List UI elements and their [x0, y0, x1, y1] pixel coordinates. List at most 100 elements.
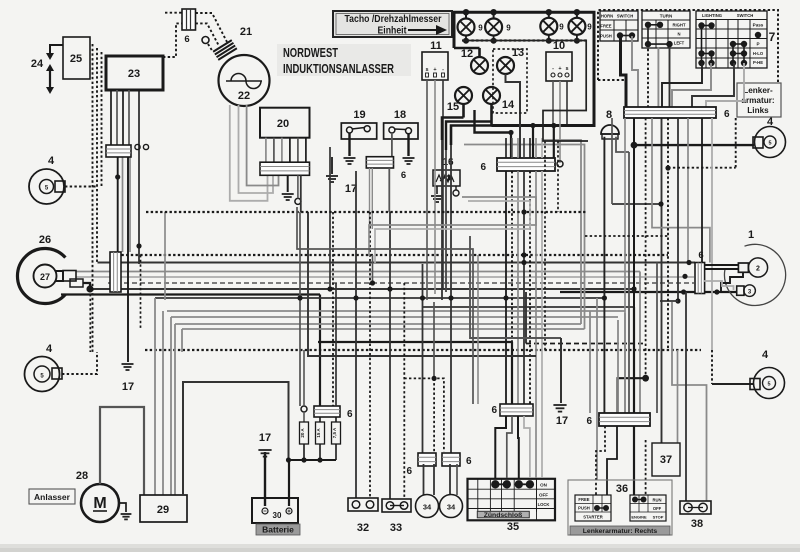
- svg-text:38: 38: [691, 518, 703, 530]
- svg-text:12: 12: [461, 48, 473, 60]
- svg-text:N: N: [677, 32, 680, 37]
- svg-text:+: +: [558, 66, 561, 72]
- svg-text:23: 23: [128, 68, 140, 80]
- svg-text:5: 5: [45, 186, 49, 192]
- svg-text:9: 9: [506, 24, 511, 33]
- svg-text:Einheit: Einheit: [378, 25, 407, 37]
- svg-text:armatur:: armatur:: [741, 96, 774, 105]
- svg-text:25: 25: [70, 53, 82, 65]
- svg-text:20 A: 20 A: [300, 428, 305, 438]
- svg-text:FREE: FREE: [600, 24, 611, 29]
- svg-text:34: 34: [423, 503, 432, 512]
- svg-text:H-LO: H-LO: [753, 51, 764, 56]
- svg-text:STARTER: STARTER: [583, 515, 602, 520]
- svg-text:P: P: [756, 42, 759, 47]
- svg-text:33: 33: [390, 522, 402, 534]
- svg-text:Zündschloß: Zündschloß: [484, 512, 523, 519]
- svg-text:Tacho /Drehzahlmesser: Tacho /Drehzahlmesser: [345, 13, 442, 25]
- svg-text:10: 10: [553, 40, 565, 52]
- svg-text:3: 3: [748, 290, 752, 296]
- svg-text:ON: ON: [540, 483, 547, 488]
- svg-text:6: 6: [466, 456, 472, 467]
- svg-text:9: 9: [559, 23, 564, 32]
- svg-text:4: 4: [48, 155, 55, 167]
- svg-text:NORDWEST: NORDWEST: [283, 46, 338, 60]
- svg-text:22: 22: [238, 90, 250, 102]
- svg-text:6: 6: [406, 466, 412, 477]
- svg-text:6: 6: [586, 416, 592, 427]
- svg-text:15: 15: [447, 101, 459, 113]
- svg-text:18: 18: [394, 109, 406, 121]
- svg-text:24: 24: [31, 58, 44, 70]
- svg-text:HORN: HORN: [601, 14, 613, 19]
- svg-text:37: 37: [660, 454, 672, 466]
- svg-text:6: 6: [401, 170, 406, 181]
- svg-text:STOP: STOP: [653, 515, 664, 520]
- svg-text:35: 35: [507, 521, 519, 533]
- svg-text:9: 9: [587, 23, 592, 32]
- svg-text:5: 5: [767, 382, 770, 388]
- svg-text:19: 19: [353, 109, 365, 121]
- svg-text:s: s: [565, 66, 568, 72]
- svg-text:26: 26: [39, 234, 51, 246]
- svg-text:SWITCH: SWITCH: [737, 13, 754, 18]
- svg-text:2: 2: [756, 266, 760, 273]
- svg-text:36: 36: [616, 483, 628, 495]
- svg-text:29: 29: [157, 504, 169, 516]
- svg-text:M: M: [93, 495, 106, 512]
- svg-text:6: 6: [480, 162, 486, 173]
- svg-text:4: 4: [767, 116, 774, 128]
- svg-text:20: 20: [277, 118, 289, 130]
- svg-text:21: 21: [240, 26, 252, 38]
- svg-text:8: 8: [606, 109, 612, 121]
- svg-text:Pass: Pass: [753, 23, 764, 28]
- svg-text:6: 6: [347, 409, 353, 420]
- svg-text:FREE: FREE: [578, 497, 589, 502]
- svg-text:Links: Links: [747, 106, 769, 115]
- svg-text:PUSH: PUSH: [578, 506, 590, 511]
- svg-text:s: s: [425, 67, 428, 73]
- svg-text:11: 11: [430, 40, 442, 52]
- svg-text:5: 5: [40, 374, 44, 380]
- svg-text:RUN: RUN: [652, 498, 661, 503]
- svg-text:Lenkerarmatur: Rechts: Lenkerarmatur: Rechts: [583, 528, 658, 535]
- svg-text:14: 14: [502, 99, 515, 111]
- svg-text:6: 6: [724, 109, 730, 120]
- svg-text:6: 6: [491, 405, 497, 416]
- svg-text:ENGINE: ENGINE: [631, 515, 647, 520]
- svg-text:4: 4: [46, 343, 53, 355]
- svg-text:32: 32: [357, 522, 369, 534]
- svg-text:1: 1: [748, 229, 754, 241]
- svg-text:+: +: [433, 67, 436, 73]
- svg-text:17: 17: [345, 183, 357, 195]
- svg-text:Batterie: Batterie: [262, 525, 294, 535]
- svg-text:27: 27: [40, 272, 50, 282]
- svg-text:P-HE: P-HE: [753, 60, 763, 65]
- svg-text:16: 16: [442, 157, 454, 168]
- svg-text:-: -: [442, 67, 444, 73]
- svg-text:PUSH: PUSH: [600, 34, 612, 39]
- svg-text:LOCK: LOCK: [538, 502, 550, 507]
- svg-text:9: 9: [478, 24, 483, 33]
- svg-text:SWITCH: SWITCH: [617, 14, 634, 19]
- svg-text:OFF: OFF: [653, 506, 662, 511]
- svg-text:6: 6: [184, 34, 189, 45]
- svg-text:17: 17: [556, 415, 568, 427]
- svg-text:LEFT: LEFT: [674, 41, 685, 46]
- svg-text:15 A: 15 A: [316, 428, 321, 438]
- svg-text:INDUKTIONSANLASSER: INDUKTIONSANLASSER: [283, 62, 394, 76]
- svg-text:TURN: TURN: [660, 14, 673, 19]
- svg-text:4: 4: [762, 349, 769, 361]
- svg-text:7: 7: [769, 30, 776, 44]
- svg-text:17: 17: [122, 381, 134, 393]
- svg-text:-: -: [552, 66, 554, 72]
- svg-text:RIGHT: RIGHT: [672, 23, 685, 28]
- svg-text:28: 28: [76, 470, 88, 482]
- svg-text:13: 13: [512, 47, 524, 59]
- svg-text:7,5 A: 7,5 A: [332, 427, 337, 438]
- svg-text:OFF: OFF: [539, 493, 548, 498]
- svg-text:Lenker-: Lenker-: [743, 86, 773, 95]
- svg-text:Anlasser: Anlasser: [34, 492, 71, 502]
- svg-text:5: 5: [768, 141, 771, 147]
- svg-text:34: 34: [447, 503, 456, 512]
